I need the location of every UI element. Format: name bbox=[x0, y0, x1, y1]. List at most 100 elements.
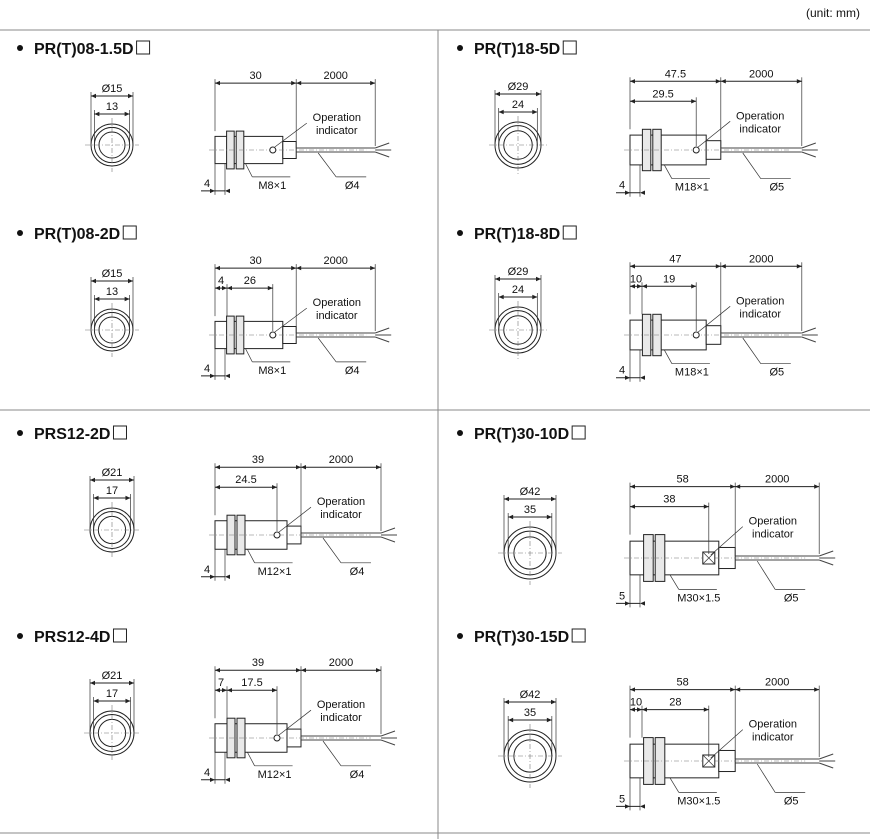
suffix-box-icon bbox=[571, 425, 586, 440]
arrowhead bbox=[93, 698, 99, 704]
arrowhead bbox=[272, 688, 277, 693]
arrowhead bbox=[630, 99, 635, 104]
arrowhead bbox=[625, 375, 630, 380]
arrowhead bbox=[215, 485, 220, 490]
cable-wires bbox=[375, 327, 392, 343]
indicator-label: indicator bbox=[752, 732, 794, 744]
arrowhead bbox=[546, 514, 552, 520]
cable-dia-leader bbox=[322, 740, 342, 767]
thread-leader bbox=[663, 164, 673, 179]
inner-diameter-dim-label: 17 bbox=[106, 485, 118, 497]
unit-note: (unit: mm) bbox=[806, 6, 860, 20]
arrowhead bbox=[551, 699, 556, 705]
title-bullet bbox=[17, 633, 23, 639]
suffix-box-icon bbox=[562, 225, 577, 240]
arrowhead bbox=[630, 264, 635, 269]
indicator-cross-icon bbox=[702, 754, 716, 768]
total-length-dim-label: 30 bbox=[249, 70, 261, 82]
title-bullet bbox=[457, 430, 463, 436]
arrowhead bbox=[536, 91, 541, 97]
operation-label: Operation bbox=[313, 112, 361, 124]
inner-diameter-dim-label: 35 bbox=[524, 504, 536, 516]
arrowhead bbox=[532, 294, 538, 300]
arrowhead bbox=[498, 294, 504, 300]
arrowhead bbox=[124, 296, 130, 302]
indicator-led-icon bbox=[692, 146, 700, 154]
cable-wires bbox=[375, 142, 392, 158]
arrowhead bbox=[691, 284, 697, 289]
cable-diameter-label: Ø4 bbox=[350, 769, 365, 781]
arrowhead bbox=[691, 99, 697, 104]
arrowhead bbox=[227, 285, 232, 291]
thread-length-label: 4 bbox=[204, 363, 210, 375]
arrowhead bbox=[640, 190, 645, 195]
arrowhead bbox=[215, 668, 220, 673]
thread-leader bbox=[669, 574, 680, 590]
inner-diameter-dim-label: 24 bbox=[512, 284, 524, 296]
inner-diameter-dim-label: 13 bbox=[106, 286, 118, 298]
arrowhead bbox=[625, 190, 630, 195]
indicator-label: indicator bbox=[752, 529, 794, 541]
arrowhead bbox=[215, 265, 220, 271]
arrowhead bbox=[210, 373, 215, 379]
title-bullet bbox=[17, 230, 23, 236]
outer-diameter-dim-label: Ø42 bbox=[520, 486, 541, 498]
cable-length-dim-label: 2000 bbox=[765, 474, 789, 486]
arrowhead bbox=[640, 601, 645, 606]
arrowhead bbox=[291, 80, 297, 86]
body-length-dim-label: 28 bbox=[669, 697, 681, 709]
arrowhead bbox=[814, 687, 820, 692]
thread-leader bbox=[669, 777, 680, 793]
cable-dia-leader bbox=[317, 337, 337, 363]
thread-leader bbox=[245, 348, 253, 363]
sensing-face bbox=[503, 130, 533, 160]
model-title: PR(T)18-8D bbox=[474, 226, 560, 243]
model-title: PR(T)18-5D bbox=[474, 41, 560, 58]
arrowhead bbox=[129, 680, 134, 686]
cable-diameter-label: Ø4 bbox=[345, 365, 360, 377]
suffix-box-icon bbox=[562, 40, 577, 55]
title-bullet bbox=[457, 230, 463, 236]
arrowhead bbox=[222, 688, 227, 693]
total-length-dim-label: 39 bbox=[252, 657, 264, 669]
indicator-label: indicator bbox=[739, 308, 781, 320]
arrowhead bbox=[625, 804, 630, 809]
arrowhead bbox=[91, 93, 96, 99]
arrowhead bbox=[640, 804, 645, 809]
arrowhead bbox=[91, 278, 96, 284]
thread-spec-label: M30×1.5 bbox=[677, 795, 720, 807]
arrowhead bbox=[215, 688, 220, 693]
indicator-led-icon bbox=[269, 146, 277, 154]
arrowhead bbox=[637, 284, 642, 289]
total-length-dim-label: 30 bbox=[249, 255, 261, 267]
indicator-led-icon bbox=[273, 531, 281, 539]
arrowhead bbox=[735, 687, 741, 692]
arrowhead bbox=[370, 265, 376, 271]
thread-spec-label: M30×1.5 bbox=[677, 592, 720, 604]
arrowhead bbox=[546, 717, 552, 723]
thread-leader bbox=[247, 549, 255, 563]
outer-diameter-dim-label: Ø42 bbox=[520, 689, 541, 701]
body-length-dim-label: 29.5 bbox=[652, 88, 673, 100]
thread-length-label: 5 bbox=[619, 793, 625, 805]
thread-length-label: 5 bbox=[619, 590, 625, 602]
total-length-dim-label: 58 bbox=[676, 677, 688, 689]
indicator-label: indicator bbox=[739, 123, 781, 135]
cable-length-dim-label: 2000 bbox=[323, 255, 347, 267]
indicator-label: indicator bbox=[320, 712, 362, 724]
arrowhead bbox=[730, 484, 736, 489]
arrowhead bbox=[225, 373, 230, 379]
arrowhead bbox=[504, 699, 509, 705]
arrowhead bbox=[796, 264, 802, 269]
arrowhead bbox=[215, 285, 220, 291]
thread-length-label: 4 bbox=[619, 365, 625, 377]
thread-length-label: 4 bbox=[204, 767, 210, 779]
indicator-led-icon bbox=[273, 734, 281, 742]
arrowhead bbox=[296, 265, 302, 271]
arrowhead bbox=[532, 109, 538, 115]
arrowhead bbox=[625, 601, 630, 606]
arrowhead bbox=[93, 495, 99, 501]
arrowhead bbox=[495, 276, 500, 282]
